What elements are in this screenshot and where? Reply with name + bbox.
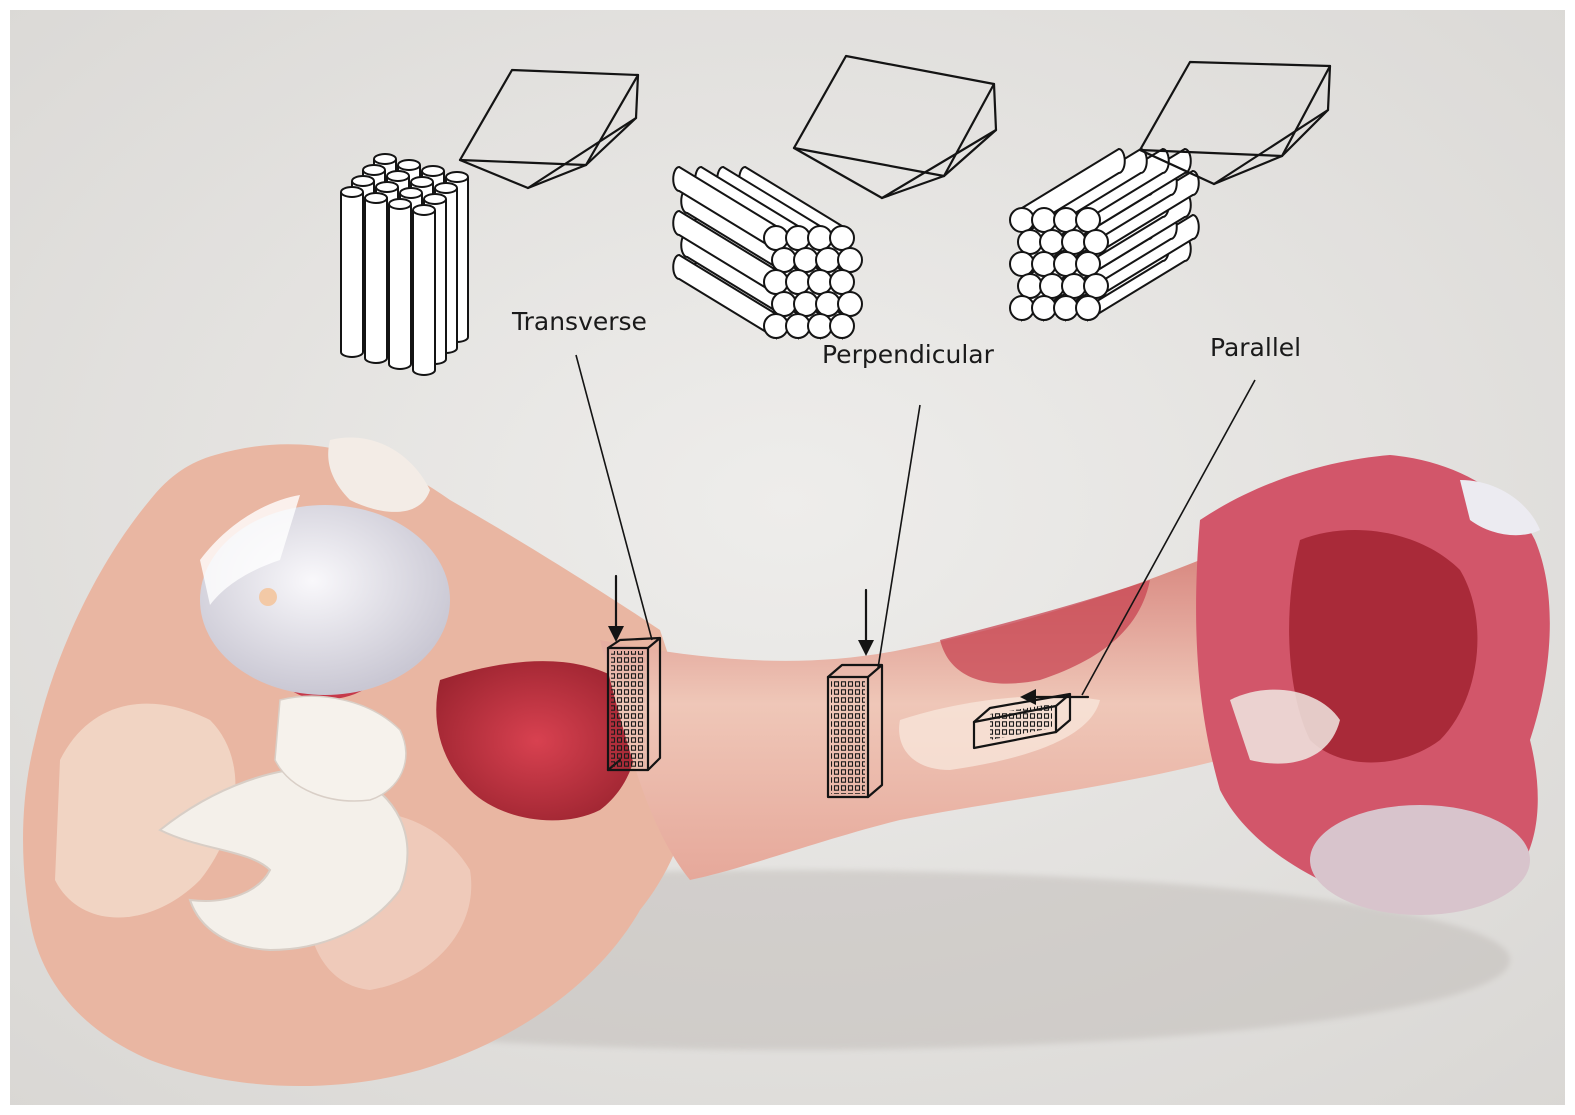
loading-arrow-icon <box>1020 689 1090 705</box>
fiber-end-face <box>1031 251 1057 277</box>
fiber-end-face <box>785 225 811 251</box>
fiber-end-face <box>1061 273 1087 299</box>
fiber-end-face <box>785 313 811 339</box>
fiber-cylinder <box>388 198 412 370</box>
transverse-specimen-block <box>606 636 662 772</box>
fiber-end-face <box>1053 251 1079 277</box>
condyle <box>1310 805 1530 915</box>
fiber-end-face <box>837 247 863 273</box>
fiber-end-face <box>807 269 833 295</box>
fiber-end-face <box>1009 251 1035 277</box>
label-transverse: Transverse <box>511 307 647 336</box>
cutting-wedge-icon <box>458 68 640 190</box>
fiber-end-face <box>829 269 855 295</box>
fiber-end-face <box>1075 207 1101 233</box>
fiber-end-face <box>1039 273 1065 299</box>
fiber-end-face <box>1039 229 1065 255</box>
fiber-end-face <box>829 313 855 339</box>
fiber-end-face <box>763 269 789 295</box>
label-perpendicular: Perpendicular <box>822 340 995 369</box>
fiber-end-face <box>785 269 811 295</box>
fiber-bundle-horizontal-icon <box>1009 147 1200 322</box>
perpendicular-specimen-block <box>826 663 884 799</box>
bone-photo <box>23 437 1550 1087</box>
fiber-end-face <box>1017 229 1043 255</box>
fiber-cylinder <box>672 209 777 296</box>
leader-line-parallel <box>1081 379 1256 696</box>
fiber-end-face <box>1075 251 1101 277</box>
fiber-cylinder <box>672 165 777 252</box>
fiber-end-face <box>793 291 819 317</box>
fiber-cylinder <box>340 186 364 358</box>
fiber-end-face <box>771 247 797 273</box>
fiber-end-face <box>1083 273 1109 299</box>
leader-line-perpendicular <box>877 404 921 669</box>
fiber-end-face <box>1053 295 1079 321</box>
fiber-bundle-horizontal-icon <box>672 165 863 340</box>
fiber-cylinder <box>364 192 388 364</box>
label-parallel: Parallel <box>1210 333 1301 362</box>
fiber-end-face <box>1009 295 1035 321</box>
cutting-wedge-icon <box>1138 60 1332 186</box>
fiber-end-face <box>1083 229 1109 255</box>
fiber-cylinder <box>672 253 777 340</box>
loading-arrow-icon <box>608 574 624 642</box>
fiber-cylinder <box>412 204 436 376</box>
fiber-end-face <box>837 291 863 317</box>
fiber-end-face <box>815 291 841 317</box>
fiber-end-face <box>1075 295 1101 321</box>
parallel-specimen-block <box>972 692 1072 750</box>
leader-line-transverse <box>575 354 653 641</box>
fiber-end-face <box>807 313 833 339</box>
fiber-end-face <box>763 225 789 251</box>
loading-arrow-icon <box>858 588 874 656</box>
cutting-wedge-icon <box>792 54 998 200</box>
fiber-end-face <box>815 247 841 273</box>
fiber-end-face <box>807 225 833 251</box>
fiber-end-face <box>1009 207 1035 233</box>
fiber-end-face <box>763 313 789 339</box>
fiber-end-face <box>1031 295 1057 321</box>
fiber-end-face <box>793 247 819 273</box>
fiber-bundle-vertical-icon <box>340 153 469 376</box>
fiber-end-face <box>1061 229 1087 255</box>
fiber-end-face <box>1053 207 1079 233</box>
fiber-end-face <box>1031 207 1057 233</box>
fiber-end-face <box>829 225 855 251</box>
fiber-end-face <box>1017 273 1043 299</box>
fiber-end-face <box>771 291 797 317</box>
